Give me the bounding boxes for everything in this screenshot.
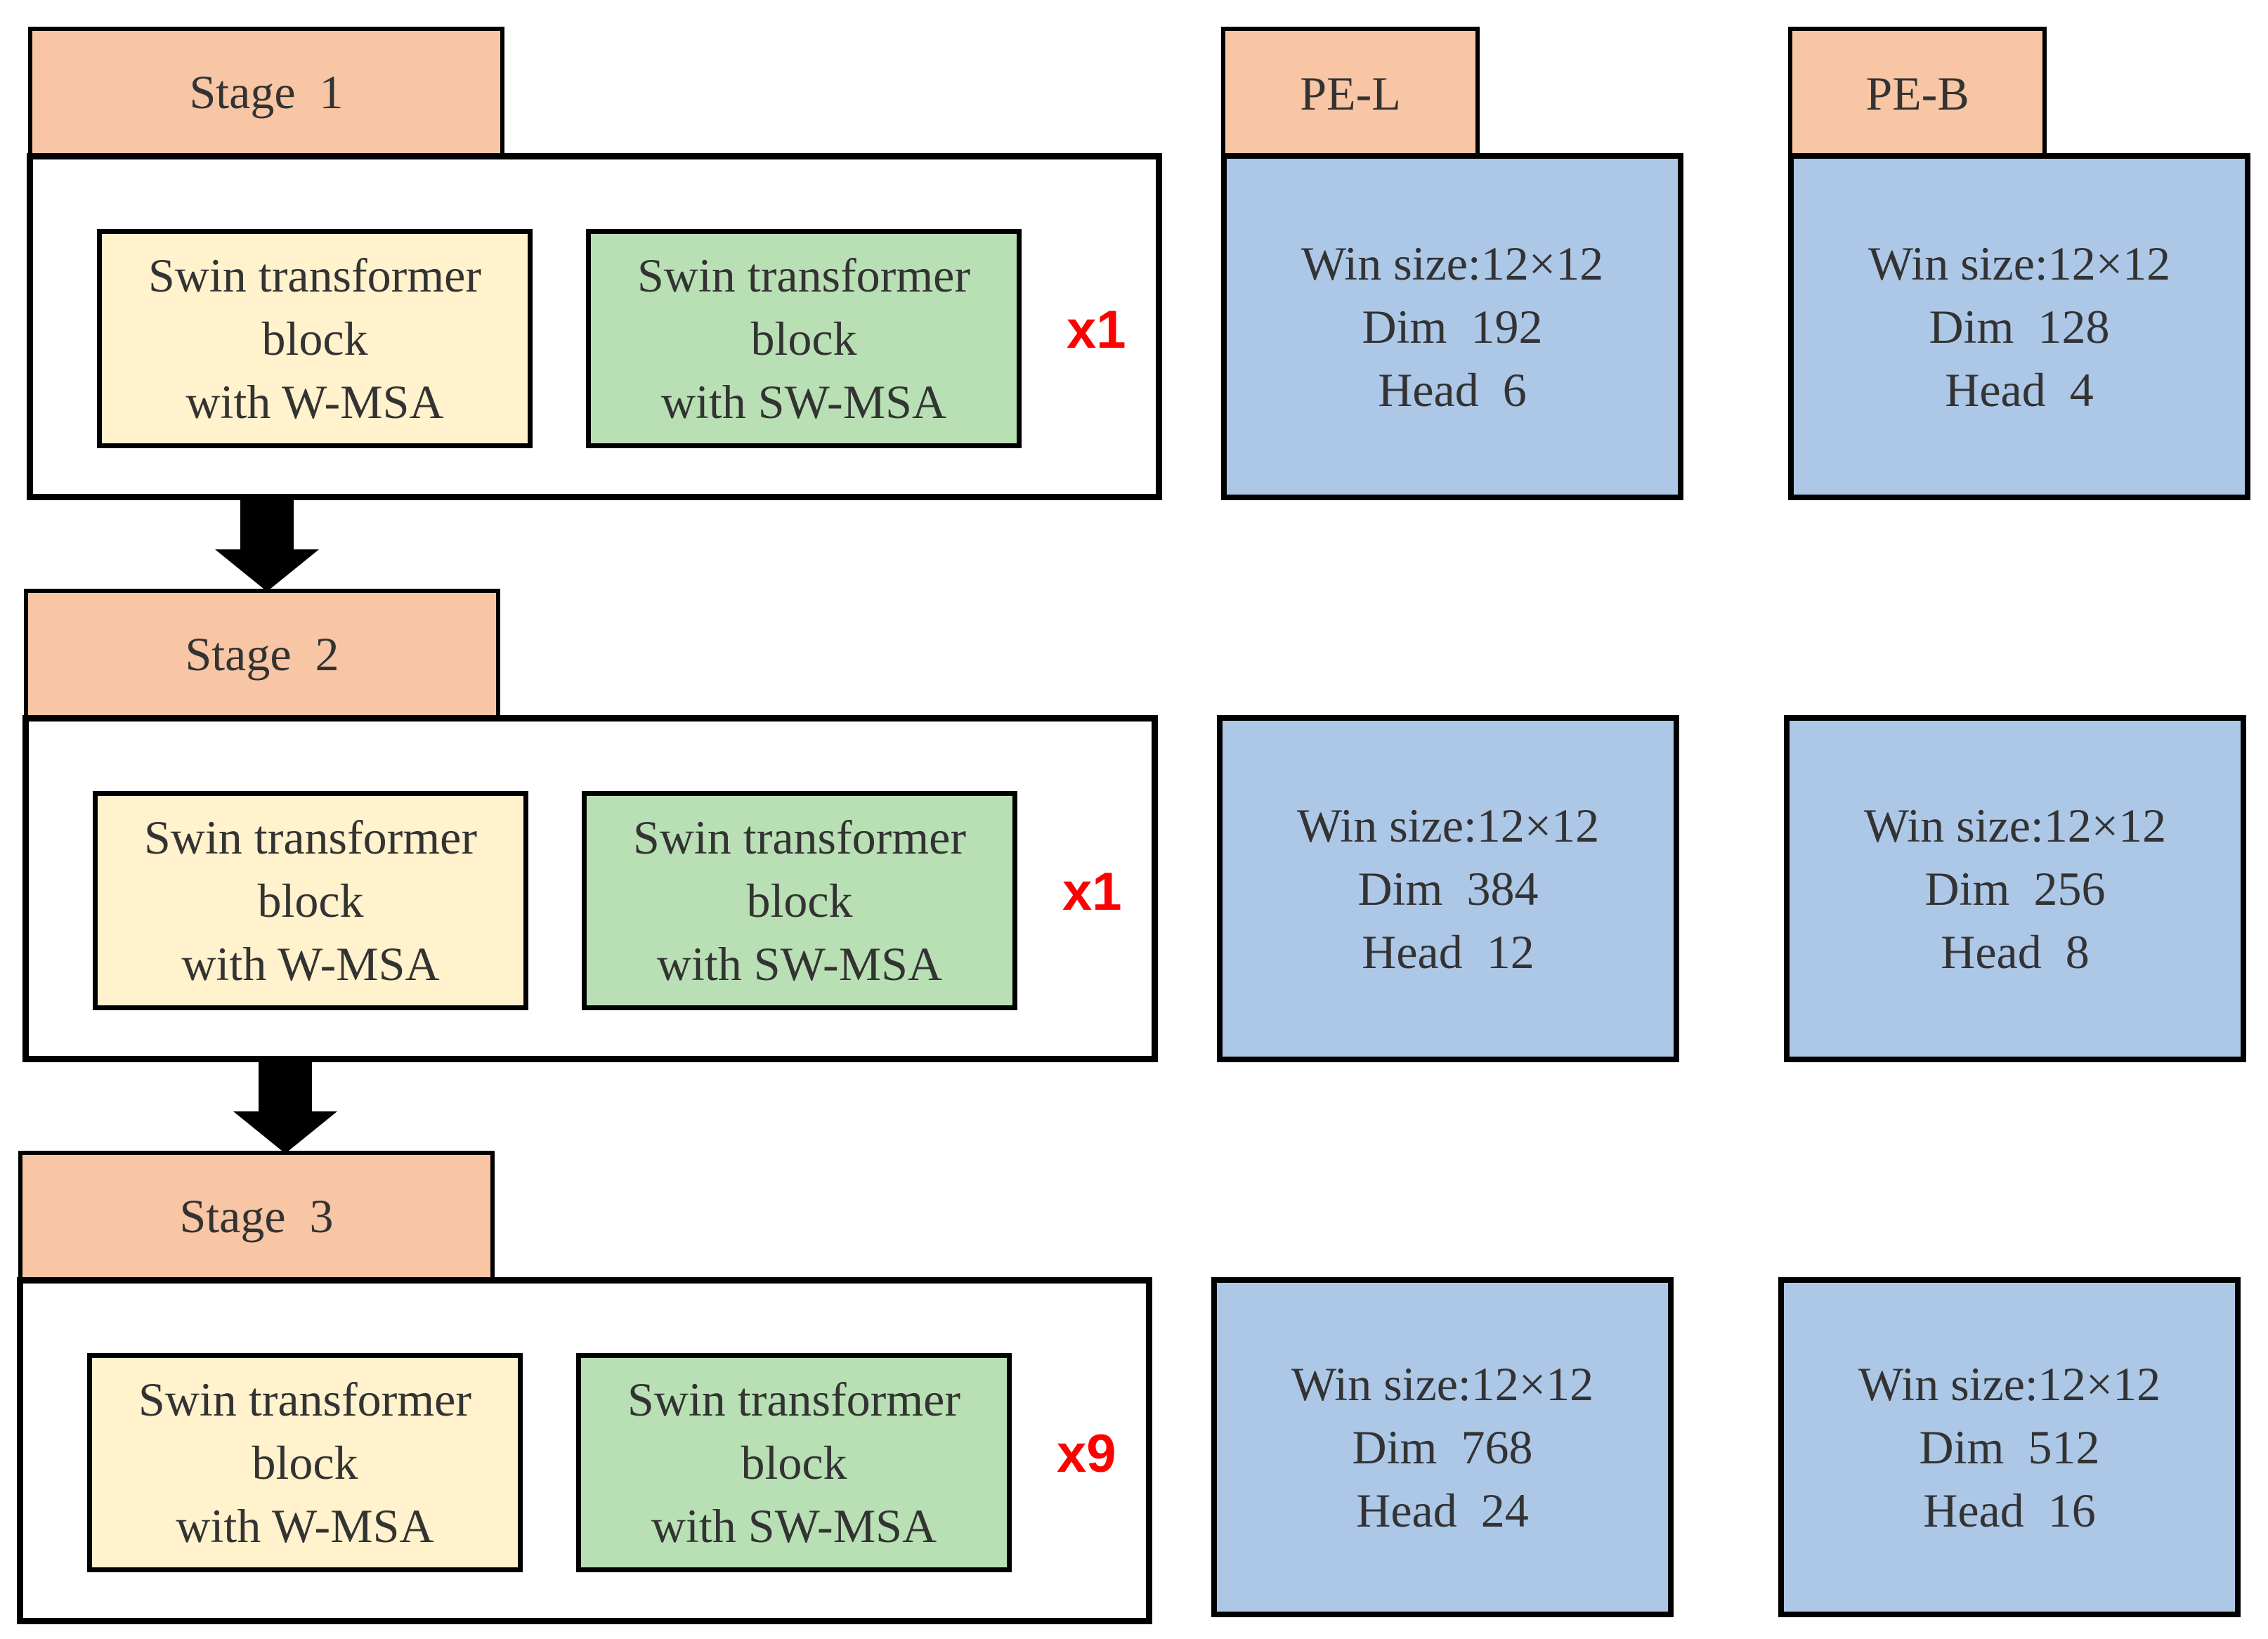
dim-text: Dim 512	[1919, 1421, 2100, 1474]
block-line-3: with W-MSA	[176, 1499, 434, 1553]
down-arrow-icon	[233, 1062, 337, 1154]
head-text: Head 4	[1945, 363, 2094, 417]
stage-2-swmsa-block: Swin transformer block with SW-MSA	[582, 791, 1017, 1010]
stage-3-wmsa-block: Swin transformer block with W-MSA	[87, 1353, 523, 1572]
stage-1-swmsa-block: Swin transformer block with SW-MSA	[586, 229, 1022, 448]
block-line-1: Swin transformer	[148, 249, 481, 302]
stage-2-label: Stage 2	[185, 627, 339, 681]
stage-2-pe-b-config: Win size:12×12 Dim 256 Head 8	[1784, 715, 2246, 1062]
dim-text: Dim 128	[1929, 300, 2110, 353]
pe-l-header: PE-L	[1221, 27, 1480, 160]
stage-1-tab: Stage 1	[28, 27, 504, 157]
stage-1-wmsa-block: Swin transformer block with W-MSA	[97, 229, 533, 448]
stage-2-tab: Stage 2	[24, 589, 500, 719]
down-arrow-icon	[215, 500, 319, 592]
stage-1-pe-b-config: Win size:12×12 Dim 128 Head 4	[1788, 153, 2250, 500]
block-line-2: block	[261, 312, 368, 365]
pe-l-label: PE-L	[1300, 66, 1401, 120]
head-text: Head 8	[1941, 925, 2090, 979]
block-line-3: with W-MSA	[181, 937, 440, 991]
dim-text: Dim 192	[1362, 300, 1543, 353]
pe-b-header: PE-B	[1788, 27, 2047, 160]
stage-2-repeat-count: x1	[1062, 862, 1122, 922]
head-text: Head 6	[1378, 363, 1527, 417]
block-line-2: block	[746, 874, 853, 927]
stage-1-label: Stage 1	[189, 65, 344, 119]
stage-3-pe-b-config: Win size:12×12 Dim 512 Head 16	[1778, 1277, 2241, 1617]
block-line-2: block	[252, 1436, 358, 1489]
block-line-3: with SW-MSA	[660, 375, 947, 429]
pe-b-label: PE-B	[1865, 66, 1969, 120]
block-line-1: Swin transformer	[627, 1373, 960, 1426]
win-size-text: Win size:12×12	[1291, 1357, 1594, 1411]
head-text: Head 12	[1362, 925, 1534, 979]
win-size-text: Win size:12×12	[1868, 237, 2171, 290]
block-line-1: Swin transformer	[632, 811, 966, 864]
win-size-text: Win size:12×12	[1863, 799, 2167, 852]
block-line-3: with SW-MSA	[656, 937, 943, 991]
win-size-text: Win size:12×12	[1858, 1357, 2161, 1411]
block-line-1: Swin transformer	[637, 249, 970, 302]
head-text: Head 24	[1356, 1484, 1529, 1537]
stage-3-swmsa-block: Swin transformer block with SW-MSA	[576, 1353, 1012, 1572]
block-line-1: Swin transformer	[143, 811, 477, 864]
block-line-2: block	[257, 874, 364, 927]
block-line-2: block	[741, 1436, 847, 1489]
dim-text: Dim 256	[1924, 862, 2106, 915]
stage-3-repeat-count: x9	[1057, 1424, 1116, 1484]
head-text: Head 16	[1923, 1484, 2096, 1537]
stage-3-tab: Stage 3	[18, 1151, 495, 1281]
block-line-1: Swin transformer	[138, 1373, 471, 1426]
stage-1-pe-l-config: Win size:12×12 Dim 192 Head 6	[1221, 153, 1683, 500]
win-size-text: Win size:12×12	[1296, 799, 1600, 852]
dim-text: Dim 768	[1352, 1421, 1533, 1474]
stage-3-pe-l-config: Win size:12×12 Dim 768 Head 24	[1211, 1277, 1674, 1617]
win-size-text: Win size:12×12	[1301, 237, 1604, 290]
stage-1-repeat-count: x1	[1067, 300, 1126, 360]
stage-3-label: Stage 3	[179, 1189, 334, 1243]
block-line-3: with SW-MSA	[651, 1499, 937, 1553]
stage-2-wmsa-block: Swin transformer block with W-MSA	[93, 791, 528, 1010]
dim-text: Dim 384	[1357, 862, 1539, 915]
stage-2-pe-l-config: Win size:12×12 Dim 384 Head 12	[1217, 715, 1679, 1062]
block-line-3: with W-MSA	[185, 375, 444, 429]
block-line-2: block	[750, 312, 857, 365]
